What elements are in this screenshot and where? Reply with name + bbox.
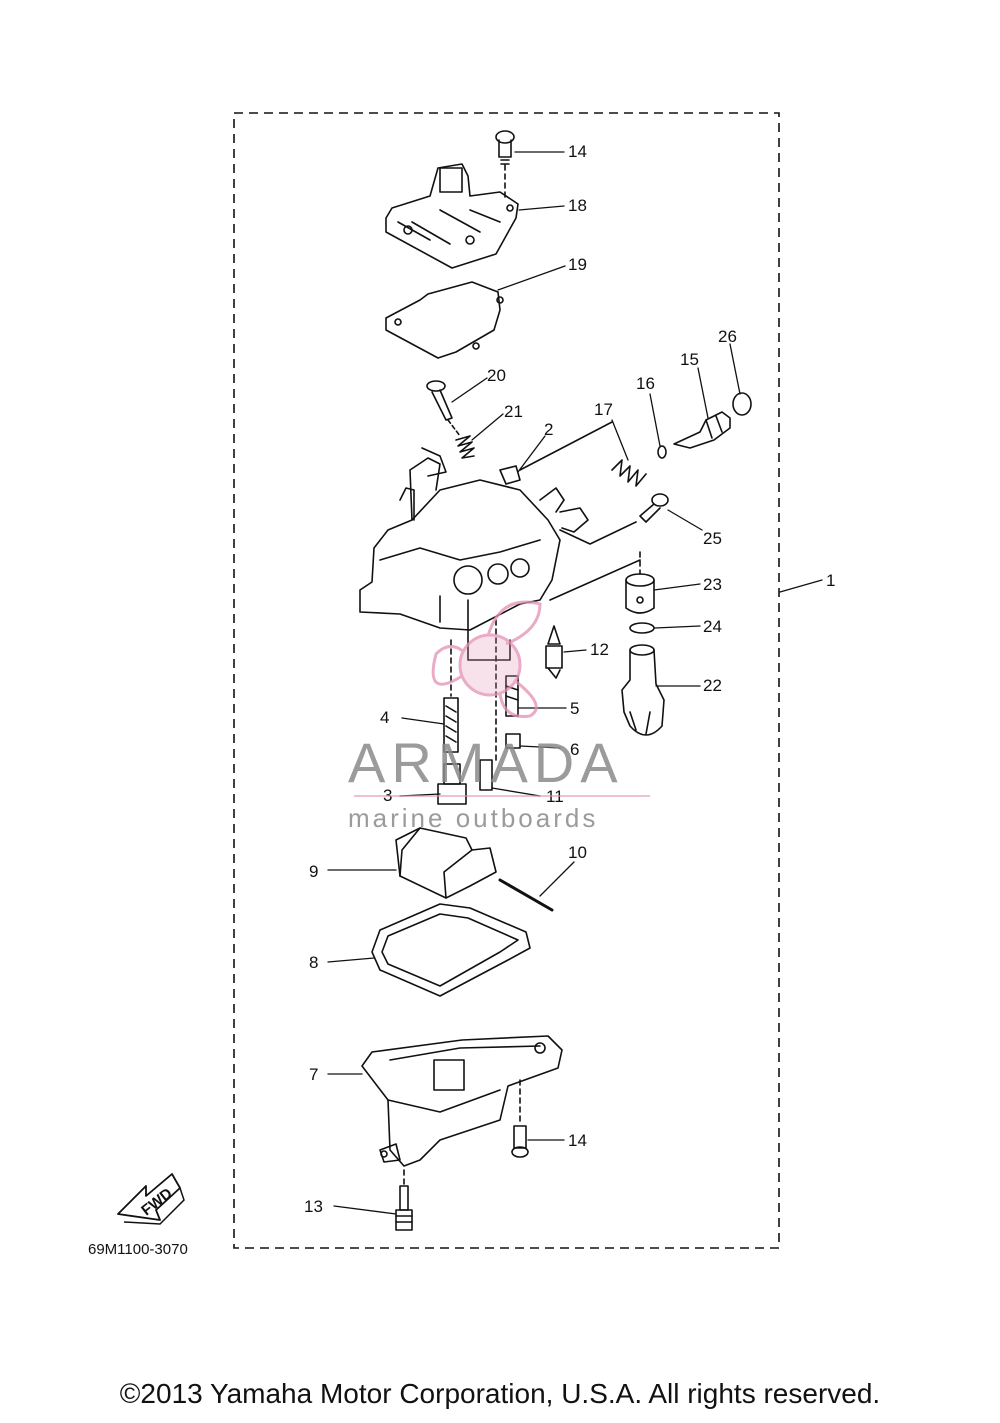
armada-logo-icon <box>354 600 650 797</box>
part-label-12: 12 <box>590 640 609 659</box>
spring-17 <box>611 459 647 487</box>
part-label-5: 5 <box>570 699 579 718</box>
spring-21 <box>455 435 475 459</box>
part-label-4: 4 <box>380 708 389 727</box>
figure-code: 69M1100-3070 <box>88 1241 188 1258</box>
float-bowl-7 <box>361 1035 563 1167</box>
drain-screw-13 <box>395 1169 413 1231</box>
oring-24 <box>629 622 655 634</box>
main-jet-3 <box>437 763 467 805</box>
float-gasket-8 <box>371 903 531 997</box>
plug-2 <box>499 465 521 485</box>
part-label-21: 21 <box>504 402 523 421</box>
part-label-9: 9 <box>309 862 318 881</box>
piston-23 <box>625 551 655 614</box>
part-label-8: 8 <box>309 953 318 972</box>
oring-16 <box>657 445 667 459</box>
part-label-20: 20 <box>487 366 506 385</box>
copyright-notice: ©2013 Yamaha Motor Corporation, U.S.A. A… <box>119 1378 881 1409</box>
part-label-23: 23 <box>703 575 722 594</box>
float-9 <box>395 827 497 899</box>
part-label-19: 19 <box>568 255 587 274</box>
leader-lines <box>327 151 823 1215</box>
needle-valve-12 <box>545 625 563 679</box>
part-label-26: 26 <box>718 327 737 346</box>
part-label-6: 6 <box>570 740 579 759</box>
part-label-16: 16 <box>636 374 655 393</box>
fwd-arrow-icon: FWD <box>117 1173 185 1225</box>
plug-6 <box>505 733 521 749</box>
jet-5 <box>505 675 519 717</box>
part-label-24: 24 <box>703 617 722 636</box>
float-pin-10 <box>498 878 554 912</box>
part-label-10: 10 <box>568 843 587 862</box>
carburetor-body <box>359 421 641 631</box>
part-label-17: 17 <box>594 400 613 419</box>
kit-boundary <box>233 112 780 1249</box>
part-label-7: 7 <box>309 1065 318 1084</box>
gasket-top <box>385 281 504 359</box>
part-label-2: 2 <box>544 420 553 439</box>
part-label-18: 18 <box>568 196 587 215</box>
screw-20 <box>426 380 461 437</box>
screw-25 <box>639 493 669 523</box>
pilot-screw-15 <box>673 411 731 449</box>
cap-26 <box>732 392 752 416</box>
watermark-subtitle: marine outboards <box>348 803 599 833</box>
screw-top <box>495 130 515 201</box>
part-label-14-bottom: 14 <box>568 1131 587 1150</box>
plunger-22 <box>621 644 665 736</box>
watermark-title: ARMADA <box>348 731 624 794</box>
pilot-jet-11 <box>479 759 493 791</box>
part-label-14-top: 14 <box>568 142 587 161</box>
part-label-15: 15 <box>680 350 699 369</box>
top-cover <box>385 163 519 269</box>
screw-bottom <box>511 1079 529 1158</box>
part-label-22: 22 <box>703 676 722 695</box>
part-label-25: 25 <box>703 529 722 548</box>
part-label-1: 1 <box>826 571 835 590</box>
part-label-13: 13 <box>304 1197 323 1216</box>
emulsion-tube-4 <box>443 639 459 753</box>
